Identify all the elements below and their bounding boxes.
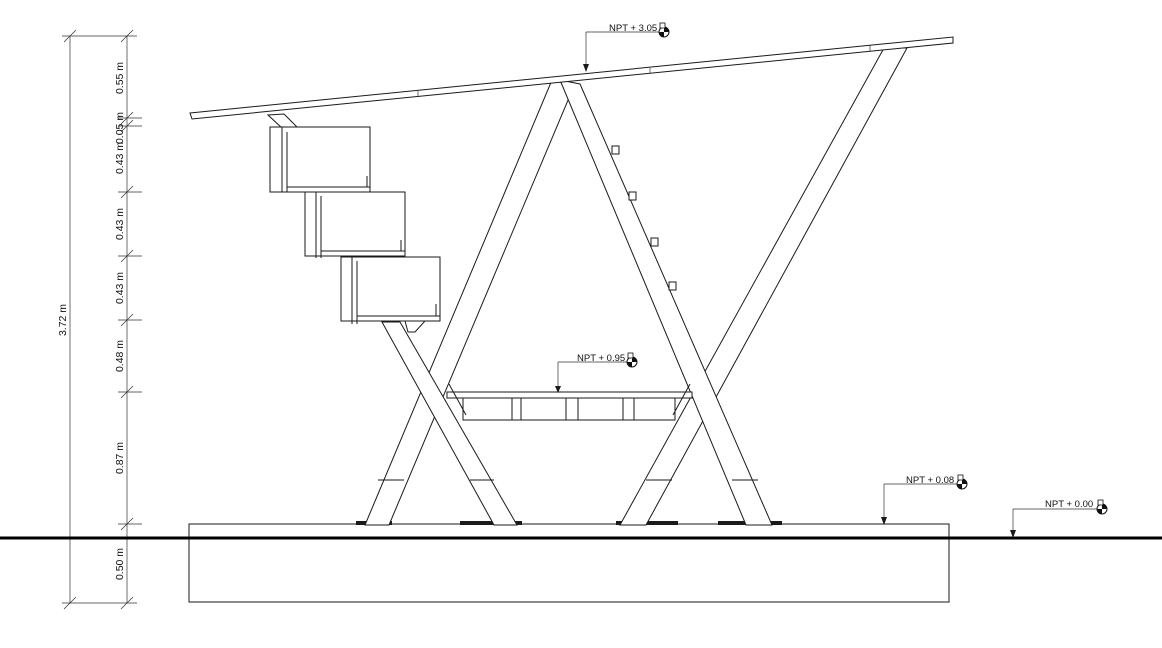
leg-right-cross	[559, 79, 773, 526]
stepped-boxes	[269, 126, 441, 333]
bench-seat	[446, 391, 693, 399]
dim-label-1: 0.55 m	[114, 62, 126, 94]
level-marker-bench: NPT + 0.95	[555, 352, 638, 393]
level-symbol-icon	[1096, 499, 1108, 515]
base-plate	[460, 521, 522, 525]
level-symbol-icon	[956, 474, 968, 490]
box-top	[269, 126, 371, 193]
dim-label-2: 0.05 m	[114, 112, 126, 144]
dim-label-4: 0.43 m	[114, 208, 126, 240]
roof-beam	[189, 36, 954, 120]
foundation-block	[188, 523, 950, 603]
dim-label-8: 0.50 m	[114, 548, 126, 580]
box-bottom	[340, 256, 441, 333]
level-label-top: NPT + 3.05	[609, 23, 657, 34]
dim-total-label: 3.72 m	[57, 304, 69, 336]
box-middle	[304, 191, 406, 258]
dim-label-7: 0.87 m	[114, 442, 126, 474]
level-symbol-icon	[626, 352, 638, 368]
level-label-bench: NPT + 0.95	[577, 353, 625, 364]
bench	[446, 383, 693, 421]
level-marker-top: NPT + 3.05	[583, 22, 670, 72]
dimension-chain: 3.72 m 0.55 m 0.05 m 0.43 m 0.43 m 0.43 …	[57, 29, 142, 610]
level-marker-ground: NPT + 0.00	[1010, 499, 1108, 538]
dim-label-3: 0.43 m	[114, 142, 126, 174]
roof-strut	[266, 113, 300, 129]
level-symbol-icon	[658, 22, 670, 38]
level-marker-platform: NPT + 0.08	[881, 474, 968, 525]
leg-left-cross	[381, 321, 518, 526]
dim-label-6: 0.48 m	[114, 340, 126, 372]
steel-structure	[189, 36, 954, 526]
foundation	[0, 521, 1162, 603]
level-label-platform: NPT + 0.08	[906, 475, 954, 486]
dim-label-5: 0.43 m	[114, 272, 126, 304]
level-label-ground: NPT + 0.00	[1045, 499, 1093, 510]
